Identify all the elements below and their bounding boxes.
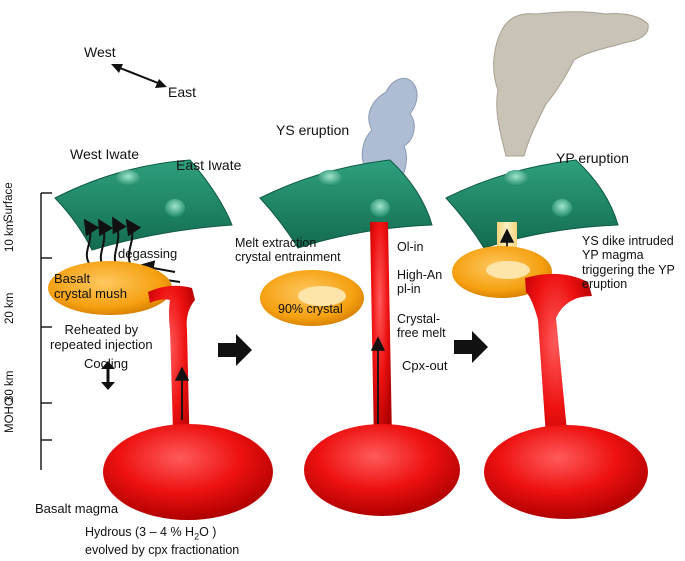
label-degassing: degassing bbox=[118, 246, 178, 261]
label-east: East bbox=[168, 84, 197, 100]
label-ol-in: Ol-in bbox=[397, 240, 424, 254]
label-ys-dike: YS dike intruded YP magma triggering the… bbox=[582, 234, 675, 292]
label-yp-eruption: YP eruption bbox=[556, 150, 629, 166]
label-cpx-out: Cpx-out bbox=[402, 358, 448, 373]
label-crystal-free: Crystal- free melt bbox=[397, 312, 446, 341]
label-east-iwate: East Iwate bbox=[176, 157, 242, 173]
label-basalt-magma: Basalt magma bbox=[35, 501, 119, 516]
label-melt-extraction: Melt extraction crystal entrainment bbox=[235, 236, 341, 265]
label-reheated: Reheated by repeated injection bbox=[50, 322, 153, 352]
magma-conduit bbox=[148, 285, 195, 465]
panel-transition-arrow-2 bbox=[454, 331, 488, 363]
magma-chamber bbox=[103, 424, 273, 520]
panel-3 bbox=[445, 11, 649, 519]
label-west-iwate: West Iwate bbox=[70, 146, 139, 162]
label-hydrous: Hydrous (3 – 4 % H2O ) bbox=[85, 525, 217, 542]
label-90-crystal: 90% crystal bbox=[278, 302, 343, 316]
panel-transition-arrow-1 bbox=[218, 334, 252, 366]
depth-surface: Surface bbox=[3, 182, 15, 222]
crystal-mush bbox=[48, 261, 172, 315]
panel-1 bbox=[48, 159, 273, 520]
orientation-arrow bbox=[111, 64, 167, 88]
label-crystal-mush: Basalt crystal mush bbox=[54, 271, 127, 301]
label-evolved: evolved by cpx fractionation bbox=[85, 543, 240, 557]
volcano-east bbox=[165, 199, 185, 217]
surface-west-east bbox=[54, 159, 233, 251]
surface-2 bbox=[259, 159, 433, 249]
depth-10km: 10 km bbox=[4, 220, 16, 252]
surface-3 bbox=[445, 159, 619, 249]
cooling-arrow bbox=[101, 361, 115, 390]
ys-conduit bbox=[370, 222, 392, 444]
yp-conduit bbox=[525, 273, 592, 466]
volcano-west bbox=[116, 170, 140, 186]
label-high-an: High-An pl-in bbox=[397, 268, 443, 297]
depth-20km: 20 km bbox=[4, 292, 16, 324]
yp-eruption-plume bbox=[493, 11, 649, 157]
depth-axis bbox=[40, 192, 52, 470]
depth-moho: MOHO bbox=[4, 397, 16, 433]
panel-2 bbox=[259, 77, 460, 516]
magma-chamber-2 bbox=[304, 424, 460, 516]
label-cooling: Cooling bbox=[84, 356, 129, 371]
label-west: West bbox=[84, 44, 116, 60]
magma-chamber-3 bbox=[484, 425, 648, 519]
label-ys-eruption: YS eruption bbox=[276, 122, 350, 138]
